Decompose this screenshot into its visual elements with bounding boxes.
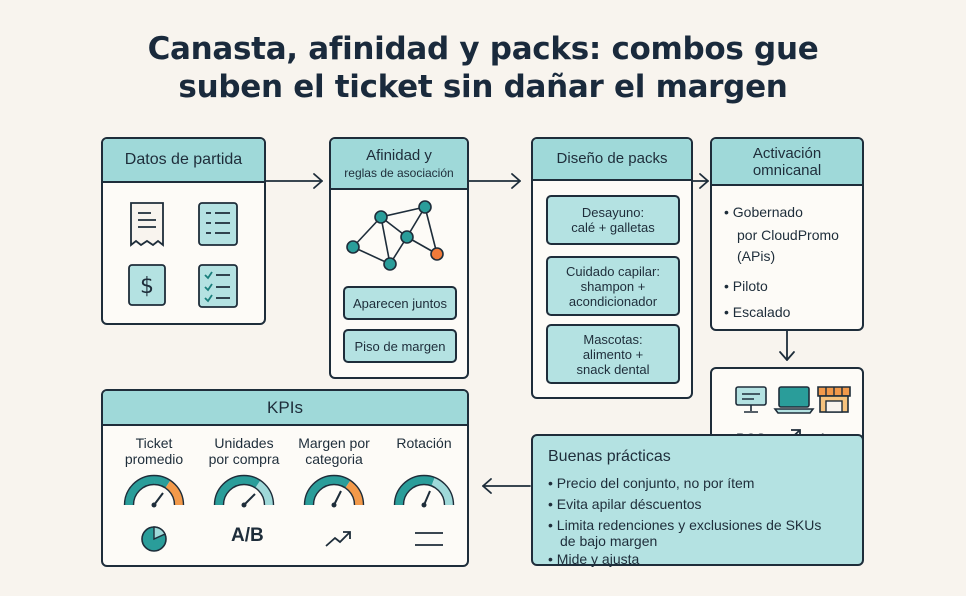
afinidad-pill-piso: Piso de margen [343, 329, 457, 363]
gauge-margen-icon [303, 474, 365, 508]
storefront-icon [817, 386, 851, 413]
activacion-bullet2-text: Piloto [732, 278, 768, 294]
pack-mascotas-line1: Mascotas: [583, 331, 643, 347]
afinidad-header-line2: reglas de asociación [344, 166, 454, 180]
buenas-item-3-cont: de bajo margen [560, 533, 658, 549]
pack-mascotas-line3: snack dental [576, 361, 650, 377]
buenas-header: Buenas prácticas [548, 448, 671, 465]
pack-desayuno: Desayuno: calé + galletas [546, 195, 680, 245]
pack-mascotas-line2: alimento + [582, 346, 644, 362]
activacion-bullet-escalado: • Escalado [724, 304, 791, 320]
checklist-icon [198, 264, 238, 308]
buenas-item-4-text: Mide y ajusta [556, 551, 640, 567]
list-document-icon [198, 202, 238, 246]
pos-monitor-icon [735, 386, 767, 413]
title-line-2: suben el ticket sin dañar el margen [178, 69, 788, 105]
kpi-rotacion-label: Rotación [379, 435, 469, 451]
kpi-ab-label: A/B [231, 525, 264, 546]
activacion-bullet1-line3: (APis) [737, 248, 776, 264]
pack-desayuno-line1: Desayuno: [581, 205, 645, 220]
afinidad-header-line1: Afinidad y [366, 147, 432, 164]
buenas-item-2-text: Evita apilar déscuentos [556, 496, 702, 512]
pack-capilar: Cuidado capilar: shampon + acondicionado… [546, 256, 680, 316]
gauge-ticket-icon [123, 474, 185, 508]
pack-capilar-line1: Cuidado capilar: [566, 263, 660, 279]
buenas-item-1-text: Precio del conjunto, no por ítem [556, 475, 755, 491]
kpi-ticket-line1: Ticket [135, 435, 173, 451]
network-graph-icon [346, 200, 444, 271]
afinidad-header: Afinidad y reglas de asociación [331, 139, 467, 190]
pie-chart-icon [141, 526, 167, 552]
buenas-item-3-text: Limita redenciones y exclusiones de SKUs [556, 517, 822, 533]
buenas-item-4: • Mide y ajusta [548, 551, 640, 567]
activacion-bullet1-line1: Gobernado [732, 204, 803, 220]
gauge-rotacion-icon [393, 474, 455, 508]
kpi-margen-line2: categoria [305, 451, 363, 467]
buenas-item-3: • Limita redenciones y exclusiones de SK… [548, 517, 822, 533]
packs-header: Diseño de packs [533, 139, 691, 181]
activacion-header: Activación omnicanal [712, 139, 862, 186]
buenas-item-1: • Precio del conjunto, no por ítem [548, 475, 755, 491]
title-line-1: Canasta, afinidad y packs: combos gue [147, 31, 819, 67]
activacion-bullet-gobernado: • Gobernado por CloudPromo (APis) [724, 204, 839, 264]
buenas-box: Buenas prácticas • Precio del conjunto, … [531, 434, 864, 567]
pack-desayuno-line2: calé + galletas [571, 220, 655, 235]
activacion-bullet-piloto: • Piloto [724, 278, 768, 294]
activacion-header-line2: omnicanal [752, 162, 822, 179]
laptop-icon [773, 386, 815, 414]
trend-up-icon [325, 531, 351, 547]
kpi-margen-label: Margen por categoria [289, 435, 379, 467]
kpi-rotacion-line1: Rotación [396, 435, 452, 451]
kpi-ticket-label: Ticket promedio [109, 435, 199, 467]
datos-box: Datos de partida $ [101, 137, 266, 325]
buenas-item-2: • Evita apilar déscuentos [548, 496, 702, 512]
page-title: Canasta, afinidad y packs: combos gue su… [0, 30, 966, 106]
pack-mascotas: Mascotas: alimento + snack dental [546, 324, 680, 384]
kpi-ticket-line2: promedio [124, 451, 184, 467]
kpis-box: KPIs Ticket promedio Unidades por compra… [101, 389, 469, 567]
datos-header: Datos de partida [103, 139, 264, 183]
receipt-icon [130, 202, 164, 247]
kpi-unidades-line2: por compra [208, 451, 280, 467]
afinidad-box: Afinidad y reglas de asociación Aparecen… [329, 137, 469, 379]
packs-box: Diseño de packs Desayuno: calé + galleta… [531, 137, 693, 399]
afinidad-pill-aparecen: Aparecen juntos [343, 286, 457, 320]
activacion-bullet1-line2: por CloudPromo [737, 227, 839, 243]
kpi-unidades-line1: Unidades [214, 435, 274, 451]
kpi-margen-line1: Margen por [298, 435, 370, 451]
pack-capilar-line2: shampon + [580, 278, 646, 294]
dollar-icon: $ [128, 264, 166, 306]
pack-capilar-line3: acondicionador [568, 293, 658, 309]
activacion-bullet3-text: Escalado [732, 304, 791, 320]
gauge-unidades-icon [213, 474, 275, 508]
equal-lines-icon [415, 532, 443, 546]
activacion-box: Activación omnicanal • Gobernado por Clo… [710, 137, 864, 331]
svg-text:$: $ [140, 274, 154, 299]
kpis-header: KPIs [103, 391, 467, 426]
kpi-unidades-label: Unidades por compra [199, 435, 289, 467]
activacion-header-line1: Activación [752, 145, 822, 162]
